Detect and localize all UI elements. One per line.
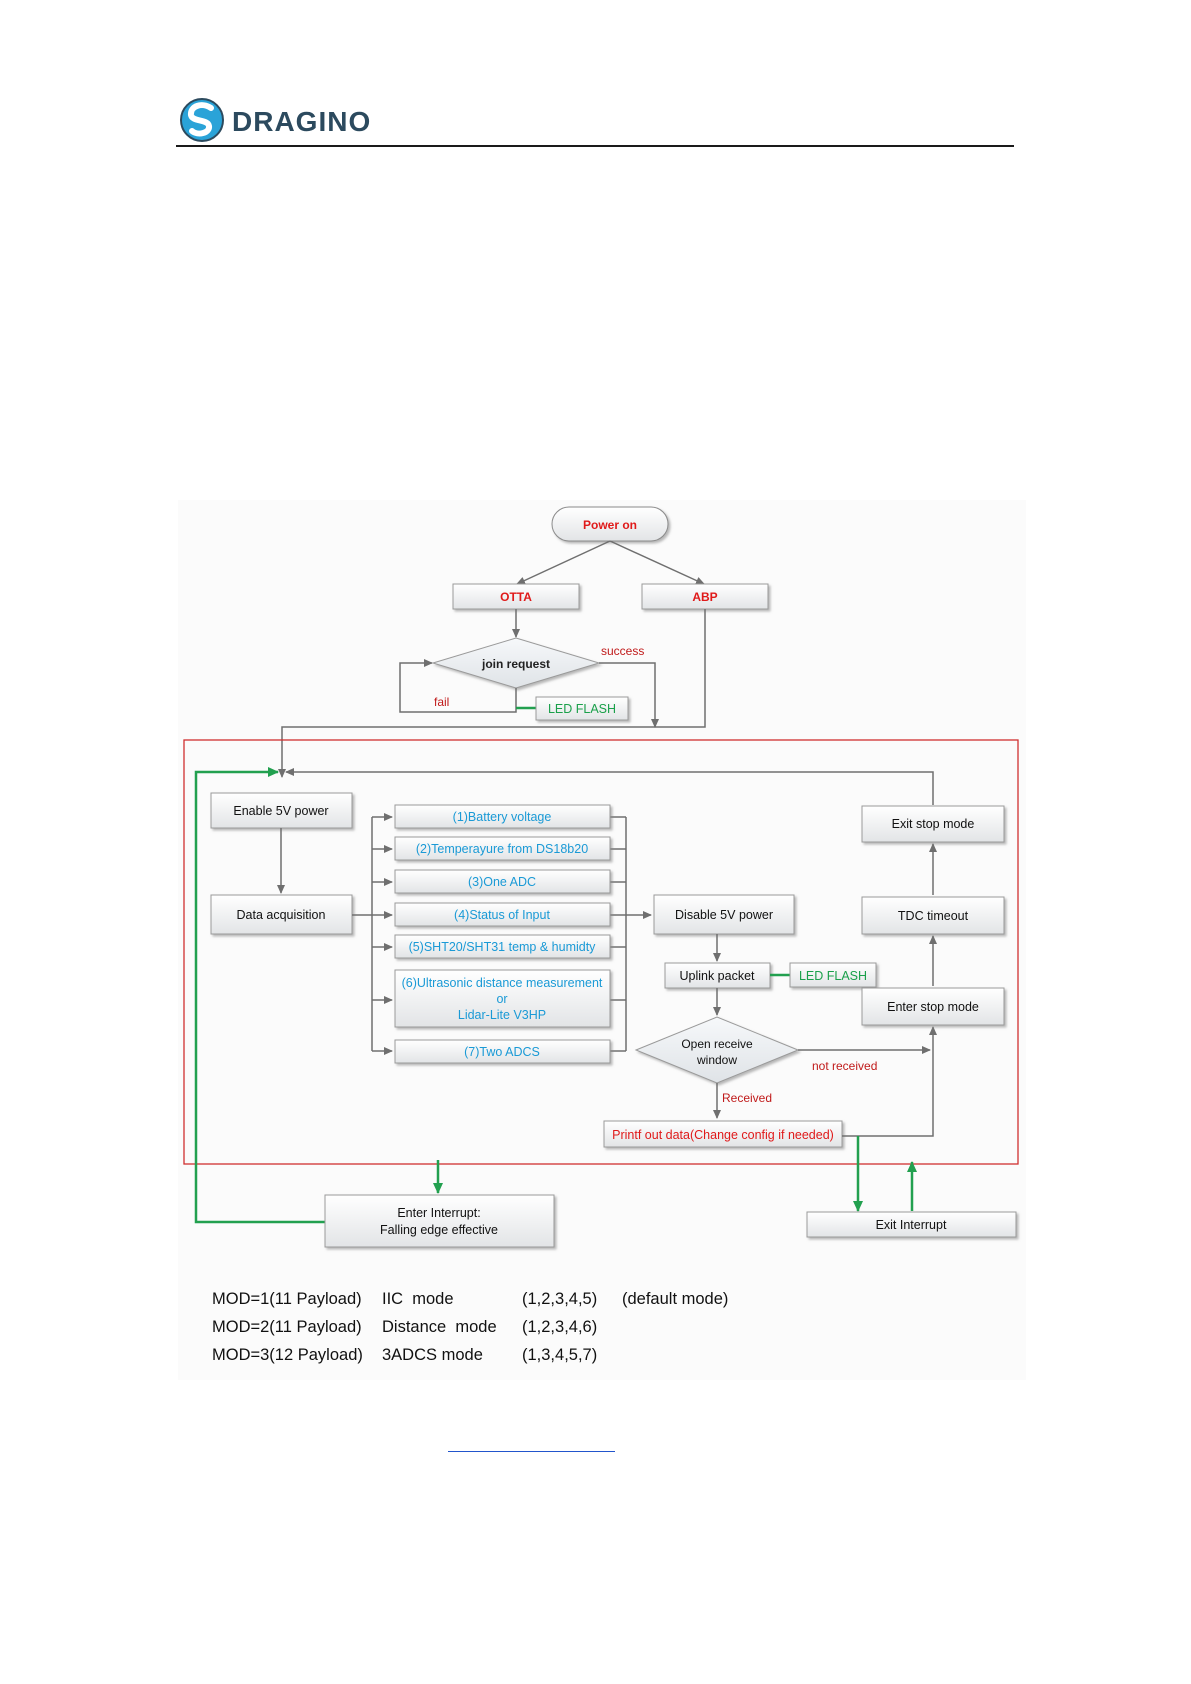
mode-name: IIC mode bbox=[382, 1290, 454, 1308]
open-rx-label-line2: window bbox=[696, 1053, 737, 1067]
fail-label: fail bbox=[434, 695, 449, 709]
sensor-1-label: (1)Battery voltage bbox=[453, 810, 552, 824]
power-on-label: Power on bbox=[583, 518, 637, 532]
enable-5v-node: Enable 5V power bbox=[210, 792, 353, 829]
sensor-1-node: (1)Battery voltage bbox=[394, 804, 611, 829]
led-flash-join-label: LED FLASH bbox=[548, 702, 616, 716]
led-flash-uplink-label: LED FLASH bbox=[799, 969, 867, 983]
received-label: Received bbox=[722, 1091, 772, 1105]
abp-node: ABP bbox=[641, 583, 769, 610]
mode-id: MOD=1(11 Payload) bbox=[212, 1290, 362, 1308]
mode-id: MOD=3(12 Payload) bbox=[212, 1346, 363, 1364]
printf-node: Printf out data(Change config if needed) bbox=[603, 1120, 843, 1148]
enter-interrupt-label-line1: Enter Interrupt: bbox=[397, 1206, 480, 1220]
exit-interrupt-label: Exit Interrupt bbox=[876, 1218, 947, 1232]
mode-sensors: (1,2,3,4,6) bbox=[522, 1318, 598, 1336]
data-acquisition-node: Data acquisition bbox=[210, 894, 353, 935]
uplink-node: Uplink packet bbox=[664, 962, 771, 989]
otta-label: OTTA bbox=[500, 590, 532, 604]
arrow-join-success bbox=[599, 662, 659, 728]
abp-label: ABP bbox=[692, 590, 717, 604]
sensor-6-label-line2: or bbox=[496, 992, 507, 1006]
printf-label: Printf out data(Change config if needed) bbox=[612, 1128, 834, 1142]
hyperlink-underline[interactable] bbox=[448, 1451, 615, 1452]
mode-name: 3ADCS mode bbox=[382, 1346, 483, 1364]
led-flash-uplink-node: LED FLASH bbox=[789, 962, 877, 988]
tdc-timeout-label: TDC timeout bbox=[898, 909, 969, 923]
sensor-6-label-line3: Lidar-Lite V3HP bbox=[458, 1008, 546, 1022]
join-request-node: join request bbox=[431, 637, 601, 689]
arrow-power-abp bbox=[609, 540, 705, 585]
exit-stop-label: Exit stop mode bbox=[892, 817, 975, 831]
tdc-timeout-node: TDC timeout bbox=[861, 896, 1005, 935]
arrow-abp-main bbox=[278, 609, 706, 778]
mode-note: (default mode) bbox=[622, 1290, 729, 1308]
arrow-exit-stop-return bbox=[285, 768, 934, 805]
enter-stop-label: Enter stop mode bbox=[887, 1000, 979, 1014]
open-rx-node: Open receive window bbox=[634, 1016, 800, 1084]
mode-id: MOD=2(11 Payload) bbox=[212, 1318, 362, 1336]
enter-interrupt-label-line2: Falling edge effective bbox=[380, 1223, 498, 1237]
sensor-2-label: (2)Temperayure from DS18b20 bbox=[416, 842, 588, 856]
otta-node: OTTA bbox=[452, 583, 580, 610]
mode-sensors: (1,2,3,4,5) bbox=[522, 1290, 598, 1308]
enter-stop-node: Enter stop mode bbox=[861, 987, 1005, 1026]
sensor-6-label-line1: (6)Ultrasonic distance measurement bbox=[402, 976, 603, 990]
arrow-join-fail-loop bbox=[399, 659, 517, 713]
success-label: success bbox=[601, 644, 644, 658]
sensor-2-node: (2)Temperayure from DS18b20 bbox=[394, 836, 611, 861]
sensor-3-node: (3)One ADC bbox=[394, 869, 611, 894]
brand-name: DRAGINO bbox=[232, 106, 372, 137]
not-received-label: not received bbox=[812, 1059, 877, 1073]
sensor-7-label: (7)Two ADCS bbox=[464, 1045, 540, 1059]
mode-name: Distance mode bbox=[382, 1318, 497, 1336]
enable-5v-label: Enable 5V power bbox=[233, 804, 328, 818]
open-rx-label-line1: Open receive bbox=[681, 1037, 753, 1051]
dragino-logo-icon bbox=[180, 98, 224, 142]
disable-5v-node: Disable 5V power bbox=[653, 894, 795, 935]
arrow-printf-stop bbox=[842, 1026, 937, 1137]
sensor-7-node: (7)Two ADCS bbox=[394, 1039, 611, 1064]
sensor-5-node: (5)SHT20/SHT31 temp & humidty bbox=[394, 934, 611, 959]
mode-sensors: (1,3,4,5,7) bbox=[522, 1346, 598, 1364]
uplink-label: Uplink packet bbox=[679, 969, 755, 983]
sensor-3-label: (3)One ADC bbox=[468, 875, 536, 889]
main-loop-frame bbox=[183, 739, 1019, 1165]
power-on-node: Power on bbox=[551, 506, 669, 542]
dragino-logo bbox=[178, 96, 388, 146]
exit-stop-node: Exit stop mode bbox=[861, 805, 1005, 843]
disable-5v-label: Disable 5V power bbox=[675, 908, 773, 922]
join-request-label: join request bbox=[481, 657, 550, 671]
header-rule bbox=[176, 145, 1014, 147]
exit-interrupt-node: Exit Interrupt bbox=[806, 1211, 1017, 1238]
arrow-interrupt-return bbox=[194, 767, 326, 1224]
data-acquisition-label: Data acquisition bbox=[237, 908, 326, 922]
sensor-5-label: (5)SHT20/SHT31 temp & humidty bbox=[409, 940, 597, 954]
sensor-6-node: (6)Ultrasonic distance measurement or Li… bbox=[394, 969, 611, 1028]
sensor-4-node: (4)Status of Input bbox=[394, 902, 611, 927]
enter-interrupt-node: Enter Interrupt: Falling edge effective bbox=[324, 1194, 555, 1248]
led-flash-join-node: LED FLASH bbox=[535, 696, 629, 721]
arrow-power-otta bbox=[516, 540, 611, 585]
sensor-4-label: (4)Status of Input bbox=[454, 908, 550, 922]
